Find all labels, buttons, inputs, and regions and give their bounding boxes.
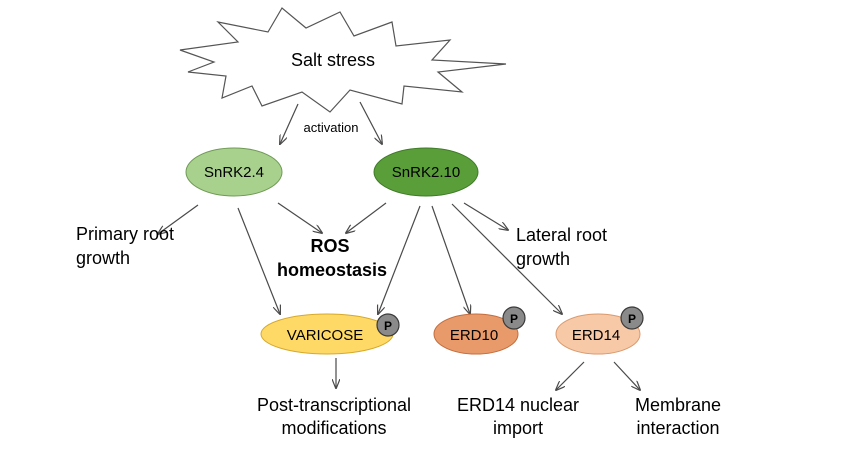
- snrk24-label: SnRK2.4: [204, 164, 264, 181]
- primary-root-label-1: Primary root: [76, 224, 174, 244]
- edge-salt-to-snrk24: [280, 103, 299, 144]
- edge-snrk210-to-erd10: [431, 205, 470, 314]
- varicose-label: VARICOSE: [287, 327, 363, 344]
- salt-stress-label: Salt stress: [291, 50, 375, 70]
- node-erd10: ERD10 P: [433, 306, 526, 355]
- varicose-phospho-icon: [376, 313, 400, 337]
- edge-salt-to-snrk210: [359, 101, 382, 144]
- edge-snrk24-to-ros: [277, 202, 322, 233]
- edge-snrk210-to-lateral-root: [463, 202, 508, 230]
- nuclear-import-label-2: import: [493, 418, 543, 438]
- lateral-root-label-1: Lateral root: [516, 225, 607, 245]
- edge-snrk24-to-primary-root: [158, 204, 199, 234]
- erd10-phospho-icon: [502, 306, 526, 330]
- snrk210-label: SnRK2.10: [392, 164, 460, 181]
- edge-snrk210-to-ros: [346, 202, 387, 233]
- edge-snrk210-to-erd14: [451, 203, 562, 314]
- membrane-label-2: interaction: [636, 418, 719, 438]
- edge-snrk24-to-varicose: [237, 207, 280, 314]
- erd10-label: ERD10: [450, 327, 498, 344]
- ptm-label-2: modifications: [281, 418, 386, 438]
- ptm-label-1: Post-transcriptional: [257, 395, 411, 415]
- activation-label: activation: [304, 120, 359, 135]
- node-varicose: VARICOSE P: [260, 313, 400, 355]
- varicose-phospho-label: P: [384, 319, 392, 333]
- node-snrk24: SnRK2.4: [185, 147, 283, 197]
- edge-snrk210-to-varicose: [378, 205, 421, 314]
- edge-erd14-to-nuclear-import: [556, 361, 585, 390]
- membrane-label-1: Membrane: [635, 395, 721, 415]
- erd10-phospho-label: P: [510, 312, 518, 326]
- erd14-phospho-label: P: [628, 312, 636, 326]
- ros-label-1: ROS: [310, 236, 349, 256]
- node-snrk210: SnRK2.10: [373, 147, 479, 197]
- salt-stress-burst: [179, 7, 507, 113]
- lateral-root-label-2: growth: [516, 249, 570, 269]
- primary-root-label-2: growth: [76, 248, 130, 268]
- nuclear-import-label-1: ERD14 nuclear: [457, 395, 579, 415]
- ros-label-2: homeostasis: [277, 260, 387, 280]
- erd14-label: ERD14: [572, 327, 620, 344]
- node-erd14: ERD14 P: [555, 306, 644, 355]
- erd14-phospho-icon: [620, 306, 644, 330]
- edge-erd14-to-membrane: [613, 361, 640, 390]
